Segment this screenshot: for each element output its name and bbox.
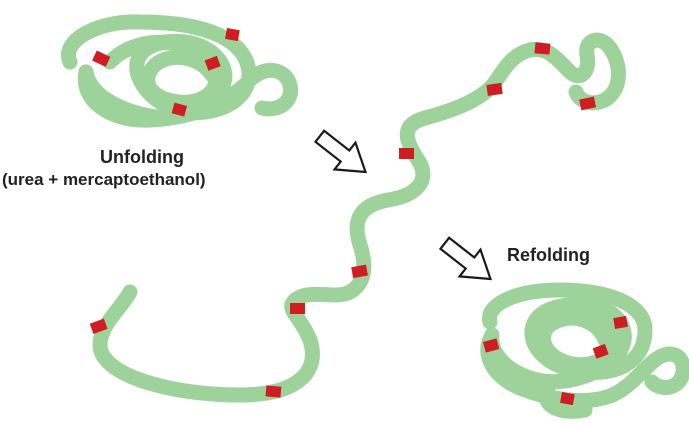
disulfide-bond: [265, 385, 282, 398]
disulfide-bond: [89, 318, 108, 335]
unfolding-conditions-label: (urea + mercaptoethanol): [2, 170, 206, 189]
refolded-chain-loop-3: [480, 327, 689, 409]
disulfide-bond: [534, 42, 551, 55]
disulfide-bond: [613, 315, 628, 329]
disulfide-bond: [486, 82, 503, 96]
refolded-chain-tail: [536, 310, 613, 368]
folded-chain-loop-3: [77, 63, 299, 128]
disulfide-bond: [399, 148, 414, 159]
disulfide-bond: [579, 96, 597, 111]
unfolding-arrow-icon: [313, 129, 368, 174]
disulfide-bond: [290, 303, 305, 314]
disulfide-bond: [92, 50, 111, 67]
refolded-chain-arm: [538, 382, 593, 419]
disulfide-bond: [592, 343, 609, 359]
folded-protein-native: [61, 14, 299, 128]
folded-chain-tail: [140, 50, 220, 108]
disulfide-bond: [204, 55, 221, 71]
refolding-arrow-icon: [438, 236, 493, 281]
disulfide-bond: [560, 392, 575, 406]
refolding-label: Refolding: [507, 245, 590, 265]
disulfide-bond: [482, 338, 500, 353]
unfolding-label: Unfolding: [100, 147, 184, 167]
disulfide-bond: [351, 264, 368, 279]
unfolded-chain-path: [92, 32, 626, 403]
folded-protein-refolded: [480, 282, 689, 419]
unfolded-polypeptide-chain: [89, 32, 626, 403]
disulfide-bond: [225, 28, 240, 42]
disulfide-bond: [171, 102, 188, 117]
